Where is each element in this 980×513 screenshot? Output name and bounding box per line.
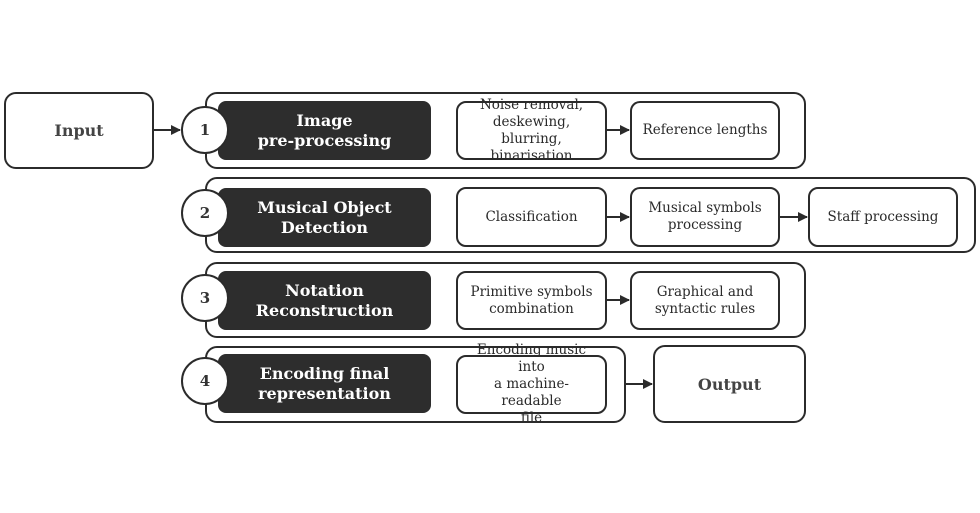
step-noise-removal: Noise removal, deskewing, blurring, bina… (456, 97, 607, 164)
stage-3-number: 3 (181, 274, 229, 322)
output-label: Output (697, 374, 762, 394)
step-reference-lengths: Reference lengths (630, 101, 780, 160)
input-label: Input (54, 121, 104, 140)
step-encoding-music: Encoding music into a machine-readable f… (456, 342, 607, 426)
stage-2-title: Musical Object Detection (218, 188, 431, 247)
stage-1-title: Image pre-processing (218, 101, 431, 160)
stage-4-title: Encoding final representation (218, 354, 431, 413)
step-primitive-symbols-combination: Primitive symbols combination (456, 271, 607, 330)
stage-3-title: Notation Reconstruction (218, 271, 431, 330)
output-box: Output (653, 345, 806, 423)
step-classification: Classification (456, 187, 607, 247)
stage-1-number: 1 (181, 106, 229, 154)
step-graphical-syntactic-rules: Graphical and syntactic rules (630, 271, 780, 330)
step-musical-symbols-processing: Musical symbols processing (630, 187, 780, 247)
stage-4-number: 4 (181, 357, 229, 405)
stage-2-number: 2 (181, 189, 229, 237)
step-staff-processing: Staff processing (808, 187, 958, 247)
input-box: Input (4, 92, 154, 169)
